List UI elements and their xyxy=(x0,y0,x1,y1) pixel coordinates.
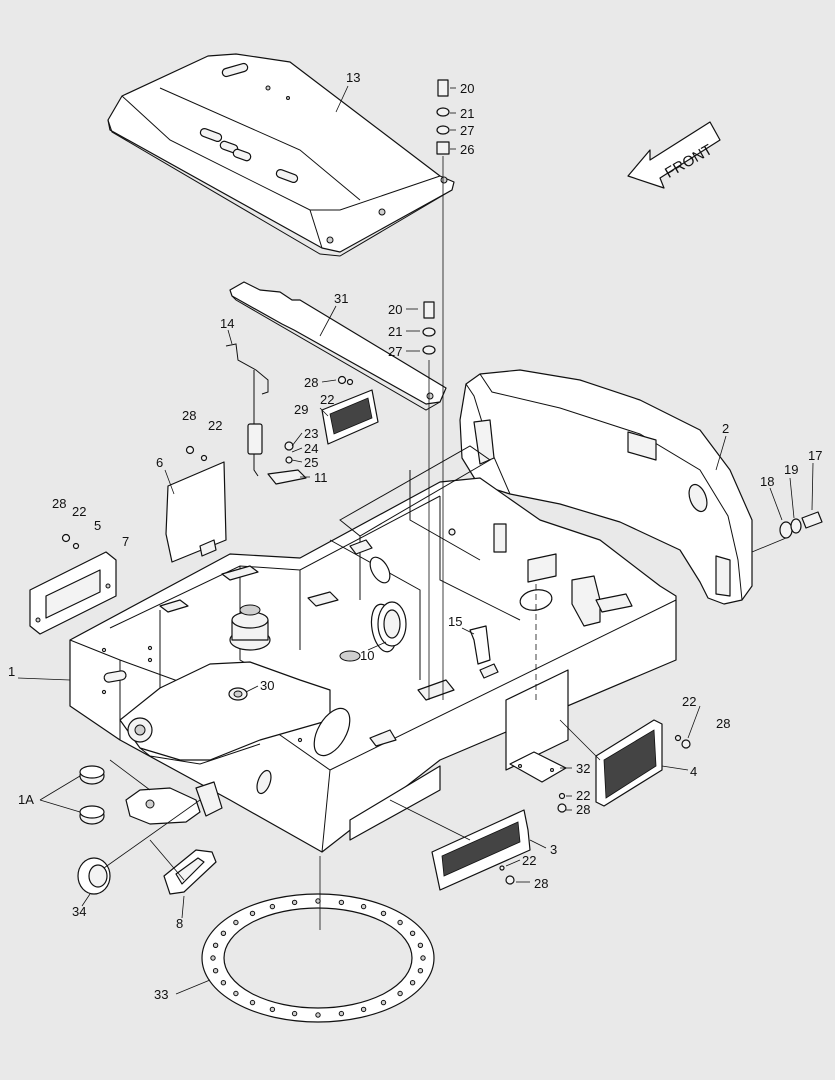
part-14-rod xyxy=(225,343,269,477)
ring-bolt-hole xyxy=(233,919,239,926)
callout-22: 22 xyxy=(208,418,222,433)
callout-21: 21 xyxy=(460,106,474,121)
callout-22: 22 xyxy=(576,788,590,803)
ring-bolt-hole xyxy=(338,899,345,906)
callout-29: 29 xyxy=(294,402,308,417)
ring-bolt-hole xyxy=(417,942,424,948)
callout-31: 31 xyxy=(334,291,348,306)
callout-24: 24 xyxy=(304,441,318,456)
ring-bolt-hole xyxy=(212,968,219,974)
part-6-panel xyxy=(165,461,227,563)
callout-1: 1 xyxy=(8,664,15,679)
ring-bolt-hole xyxy=(233,990,239,997)
callout-22: 22 xyxy=(72,504,86,519)
part-8-grommet xyxy=(163,849,217,895)
callout-11: 11 xyxy=(314,470,328,485)
callout-27: 27 xyxy=(460,123,474,138)
ring-bolt-hole xyxy=(397,990,403,997)
callout-26: 26 xyxy=(460,142,474,157)
callout-19: 19 xyxy=(784,462,798,477)
callout-1A: 1A xyxy=(18,792,34,807)
ring-bolt-hole xyxy=(360,1006,367,1013)
part-3-grille xyxy=(431,809,531,891)
callout-28: 28 xyxy=(182,408,196,423)
ring-bolt-hole xyxy=(210,955,216,961)
callout-2: 2 xyxy=(722,421,729,436)
ring-bolt-hole xyxy=(409,980,416,986)
ring-bolt-hole xyxy=(315,898,321,904)
hardware-bolts xyxy=(61,375,691,885)
part-1-main-frame xyxy=(69,445,677,853)
ring-bolt-hole xyxy=(417,968,424,974)
hardware-stack-mid xyxy=(422,301,436,355)
ring-bolt-hole xyxy=(291,1010,298,1017)
callout-20: 20 xyxy=(388,302,402,317)
callout-28: 28 xyxy=(576,802,590,817)
assembly-guide-lines xyxy=(103,156,787,930)
ring-bolt-hole xyxy=(269,903,276,910)
hardware-stack-top xyxy=(436,79,450,155)
ring-bolt-hole xyxy=(212,942,219,948)
ring-bolt-hole xyxy=(397,919,403,926)
callout-15: 15 xyxy=(448,614,462,629)
ring-bolt-hole xyxy=(249,910,256,917)
part-33-ring xyxy=(201,893,435,1023)
callout-22: 22 xyxy=(522,853,536,868)
callout-labels: 13 20 21 27 26 31 20 21 27 14 28 22 29 2… xyxy=(8,70,822,1002)
callout-17: 17 xyxy=(808,448,822,463)
callout-4: 4 xyxy=(690,764,697,779)
callout-30: 30 xyxy=(260,678,274,693)
callout-28: 28 xyxy=(534,876,548,891)
ring-bolt-hole xyxy=(220,930,227,936)
ring-bolt-hole xyxy=(380,999,387,1006)
callout-33: 33 xyxy=(154,987,168,1002)
callout-23: 23 xyxy=(304,426,318,441)
callout-28: 28 xyxy=(304,375,318,390)
part-7-plate xyxy=(29,551,117,635)
ring-bolt-hole xyxy=(315,1012,321,1018)
callout-3: 3 xyxy=(550,842,557,857)
callout-32: 32 xyxy=(576,761,590,776)
ring-bolt-hole xyxy=(409,930,416,936)
ring-bolt-hole xyxy=(338,1010,345,1017)
ring-bolt-hole xyxy=(249,999,256,1006)
part-29-grille xyxy=(321,389,379,445)
callout-14: 14 xyxy=(220,316,234,331)
part-11-bracket xyxy=(267,469,307,485)
ring-bolt-hole xyxy=(269,1006,276,1013)
callout-21: 21 xyxy=(388,324,402,339)
callout-34: 34 xyxy=(72,904,86,919)
callout-25: 25 xyxy=(304,455,318,470)
callout-7: 7 xyxy=(122,534,129,549)
callout-5: 5 xyxy=(94,518,101,533)
part-4-grille xyxy=(595,719,663,807)
callout-20: 20 xyxy=(460,81,474,96)
callout-28: 28 xyxy=(716,716,730,731)
part-13-top-cover xyxy=(107,53,455,257)
callout-22: 22 xyxy=(320,392,334,407)
part-10-grommet xyxy=(377,601,407,647)
front-direction-arrow: FRONT xyxy=(627,121,721,189)
ring-bolt-hole xyxy=(220,980,227,986)
part-34-grommet xyxy=(77,857,111,895)
callout-18: 18 xyxy=(760,474,774,489)
callout-leaders xyxy=(17,85,814,995)
callout-10: 10 xyxy=(360,648,374,663)
callout-8: 8 xyxy=(176,916,183,931)
callout-13: 13 xyxy=(346,70,360,85)
part-31-bracket-plate xyxy=(229,281,447,411)
ring-bolt-hole xyxy=(420,955,426,961)
callout-28: 28 xyxy=(52,496,66,511)
part-1A-plugs xyxy=(79,765,105,825)
hardware-counterweight xyxy=(779,511,823,539)
callout-27: 27 xyxy=(388,344,402,359)
ring-bolt-hole xyxy=(360,903,367,910)
callout-22: 22 xyxy=(682,694,696,709)
callout-6: 6 xyxy=(156,455,163,470)
ring-bolt-hole xyxy=(291,899,298,906)
ring-bolt-hole xyxy=(380,910,387,917)
